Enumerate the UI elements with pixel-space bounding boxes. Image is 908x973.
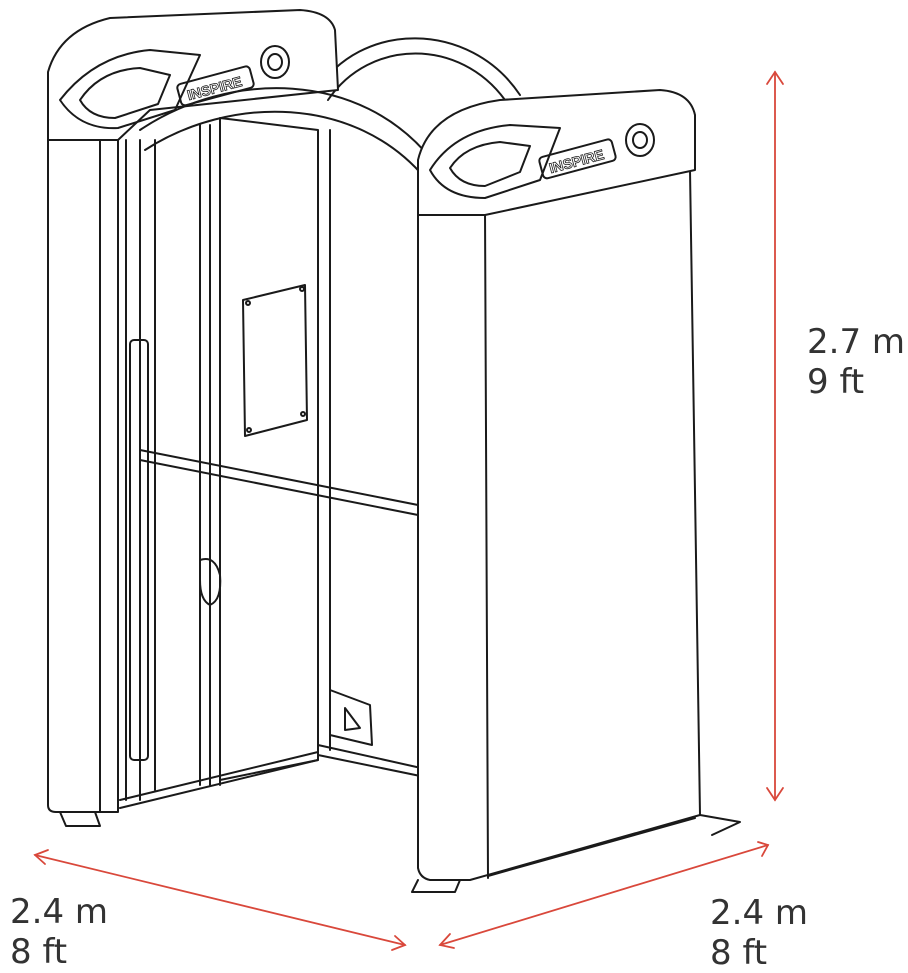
height-metric: 2.7 m	[807, 322, 905, 362]
height-arrow	[766, 70, 784, 802]
depth-metric: 2.4 m	[710, 893, 808, 933]
height-imperial: 9 ft	[807, 362, 865, 402]
base-frame	[59, 689, 431, 827]
depth-label: 2.4 m 8 ft	[710, 893, 808, 973]
right-tower	[411, 89, 741, 893]
height-label: 2.7 m 9 ft	[807, 322, 905, 402]
rear-arch	[315, 37, 521, 96]
front-arch	[139, 87, 433, 161]
right-logo-plate	[538, 138, 617, 180]
width-label: 2.4 m 8 ft	[10, 892, 108, 972]
width-imperial: 8 ft	[10, 932, 68, 972]
right-pulley	[625, 123, 655, 157]
left-tower	[47, 9, 339, 813]
left-pulley	[260, 45, 290, 79]
depth-imperial: 8 ft	[710, 933, 768, 973]
rear-arch-inner	[327, 52, 506, 101]
depth-arrow	[438, 841, 770, 949]
width-arrow	[33, 849, 407, 951]
left-logo-plate	[176, 65, 255, 107]
back-panel	[219, 117, 331, 781]
pull-up-bar	[139, 449, 422, 516]
width-metric: 2.4 m	[10, 892, 108, 932]
